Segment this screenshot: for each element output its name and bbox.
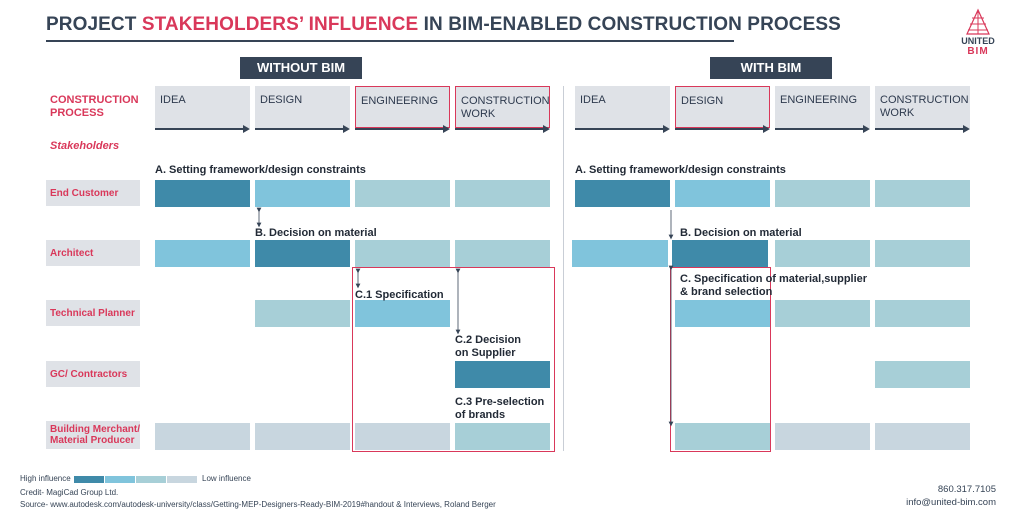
influence-bar-with-bim-building-merchant-1	[675, 423, 770, 450]
annotation-b: B. Decision on material	[680, 227, 802, 239]
influence-bar-without-bim-architect-3	[455, 240, 550, 267]
logo-word-bim: BIM	[967, 46, 989, 57]
credit-text: Credit- MagiCad Group Ltd.	[20, 488, 119, 497]
united-bim-logo: UNITED BIM	[948, 8, 1008, 58]
influence-bar-with-bim-end-customer-3	[875, 180, 970, 207]
influence-bar-without-bim-architect-1	[255, 240, 350, 267]
stakeholder-architect: Architect	[46, 240, 140, 266]
influence-bar-without-bim-end-customer-1	[255, 180, 350, 207]
influence-bar-with-bim-architect-1	[672, 240, 768, 267]
construction-process-label: CONSTRUCTION PROCESS	[50, 94, 139, 119]
process-arrow	[675, 128, 765, 130]
process-arrow	[355, 128, 445, 130]
influence-bar-without-bim-architect-0	[155, 240, 250, 267]
phase-engineering: ENGINEERING	[775, 86, 870, 128]
arrow-head-icon	[243, 125, 250, 133]
process-arrow	[875, 128, 965, 130]
influence-bar-with-bim-building-merchant-2	[775, 423, 870, 450]
influence-bar-with-bim-architect-3	[875, 240, 970, 267]
influence-bar-without-bim-end-customer-0	[155, 180, 250, 207]
section-divider	[563, 86, 564, 451]
arrow-head-icon	[963, 125, 970, 133]
process-arrow	[155, 128, 245, 130]
influence-bar-without-bim-end-customer-2	[355, 180, 450, 207]
influence-bar-with-bim-end-customer-2	[775, 180, 870, 207]
process-arrow	[575, 128, 665, 130]
annotation-c: C. Specification of material,supplier& b…	[680, 273, 868, 298]
annotation-a: A. Setting framework/design constraints	[155, 164, 366, 176]
stakeholder-building-merchant: Building Merchant/ Material Producer	[46, 421, 140, 449]
legend-swatch	[167, 476, 197, 483]
phase-construction-work: CONSTRUCTION WORK	[875, 86, 970, 128]
legend-low-label: Low influence	[202, 474, 251, 483]
process-arrow	[775, 128, 865, 130]
influence-bar-with-bim-architect-2	[775, 240, 870, 267]
arrow-head-icon	[443, 125, 450, 133]
phase-design: DESIGN	[675, 86, 770, 128]
logo-word-united: UNITED	[961, 36, 995, 46]
contact-email: info@united-bim.com	[906, 497, 996, 508]
building-icon	[966, 8, 990, 35]
influence-bar-without-bim-building-merchant-1	[255, 423, 350, 450]
influence-bar-without-bim-building-merchant-3	[455, 423, 550, 450]
annotation-b: B. Decision on material	[255, 227, 377, 239]
page-title: PROJECT STAKEHOLDERS’ INFLUENCE IN BIM-E…	[46, 14, 841, 35]
phase-idea: IDEA	[155, 86, 250, 128]
legend-swatch	[136, 476, 166, 483]
arrow-head-icon	[343, 125, 350, 133]
influence-bar-without-bim-end-customer-3	[455, 180, 550, 207]
without-bim-header: WITHOUT BIM	[240, 57, 362, 79]
annotation-a: A. Setting framework/design constraints	[575, 164, 786, 176]
influence-bar-with-bim-building-merchant-3	[875, 423, 970, 450]
title-underline	[46, 40, 734, 42]
arrow-head-icon	[863, 125, 870, 133]
source-text: Source- www.autodesk.com/autodesk-univer…	[20, 500, 496, 509]
stakeholder-end-customer: End Customer	[46, 180, 140, 206]
influence-bar-with-bim-technical-planner-2	[775, 300, 870, 327]
influence-bar-without-bim-technical-planner-2	[355, 300, 450, 327]
influence-bar-with-bim-architect-0	[572, 240, 668, 267]
arrow-head-icon	[543, 125, 550, 133]
influence-bar-with-bim-technical-planner-1	[675, 300, 770, 327]
influence-bar-with-bim-end-customer-1	[675, 180, 770, 207]
phase-design: DESIGN	[255, 86, 350, 128]
stakeholders-label: Stakeholders	[50, 140, 120, 152]
specification-highlight-box	[352, 267, 555, 452]
phase-idea: IDEA	[575, 86, 670, 128]
contact-phone: 860.317.7105	[937, 484, 996, 495]
with-bim-header: WITH BIM	[710, 57, 832, 79]
influence-bar-without-bim-building-merchant-0	[155, 423, 250, 450]
annotation-c1: C.1 Specification	[355, 289, 444, 301]
process-arrow	[455, 128, 545, 130]
legend-swatch	[74, 476, 104, 483]
arrow-head-icon	[663, 125, 670, 133]
phase-construction-work: CONSTRUCTION WORK	[455, 86, 550, 128]
influence-bar-without-bim-gc-contractors-3	[455, 361, 550, 388]
arrow-head-icon	[763, 125, 770, 133]
influence-bar-without-bim-architect-2	[355, 240, 450, 267]
influence-bar-with-bim-end-customer-0	[575, 180, 670, 207]
stakeholder-gc-contractors: GC/ Contractors	[46, 361, 140, 387]
phase-engineering: ENGINEERING	[355, 86, 450, 128]
process-arrow	[255, 128, 345, 130]
legend-swatch	[105, 476, 135, 483]
stakeholder-technical-planner: Technical Planner	[46, 300, 140, 326]
influence-bar-without-bim-technical-planner-1	[255, 300, 350, 327]
influence-bar-with-bim-gc-contractors-3	[875, 361, 970, 388]
influence-bar-without-bim-building-merchant-2	[355, 423, 450, 450]
legend-high-label: High influence	[20, 474, 71, 483]
influence-bar-with-bim-technical-planner-3	[875, 300, 970, 327]
